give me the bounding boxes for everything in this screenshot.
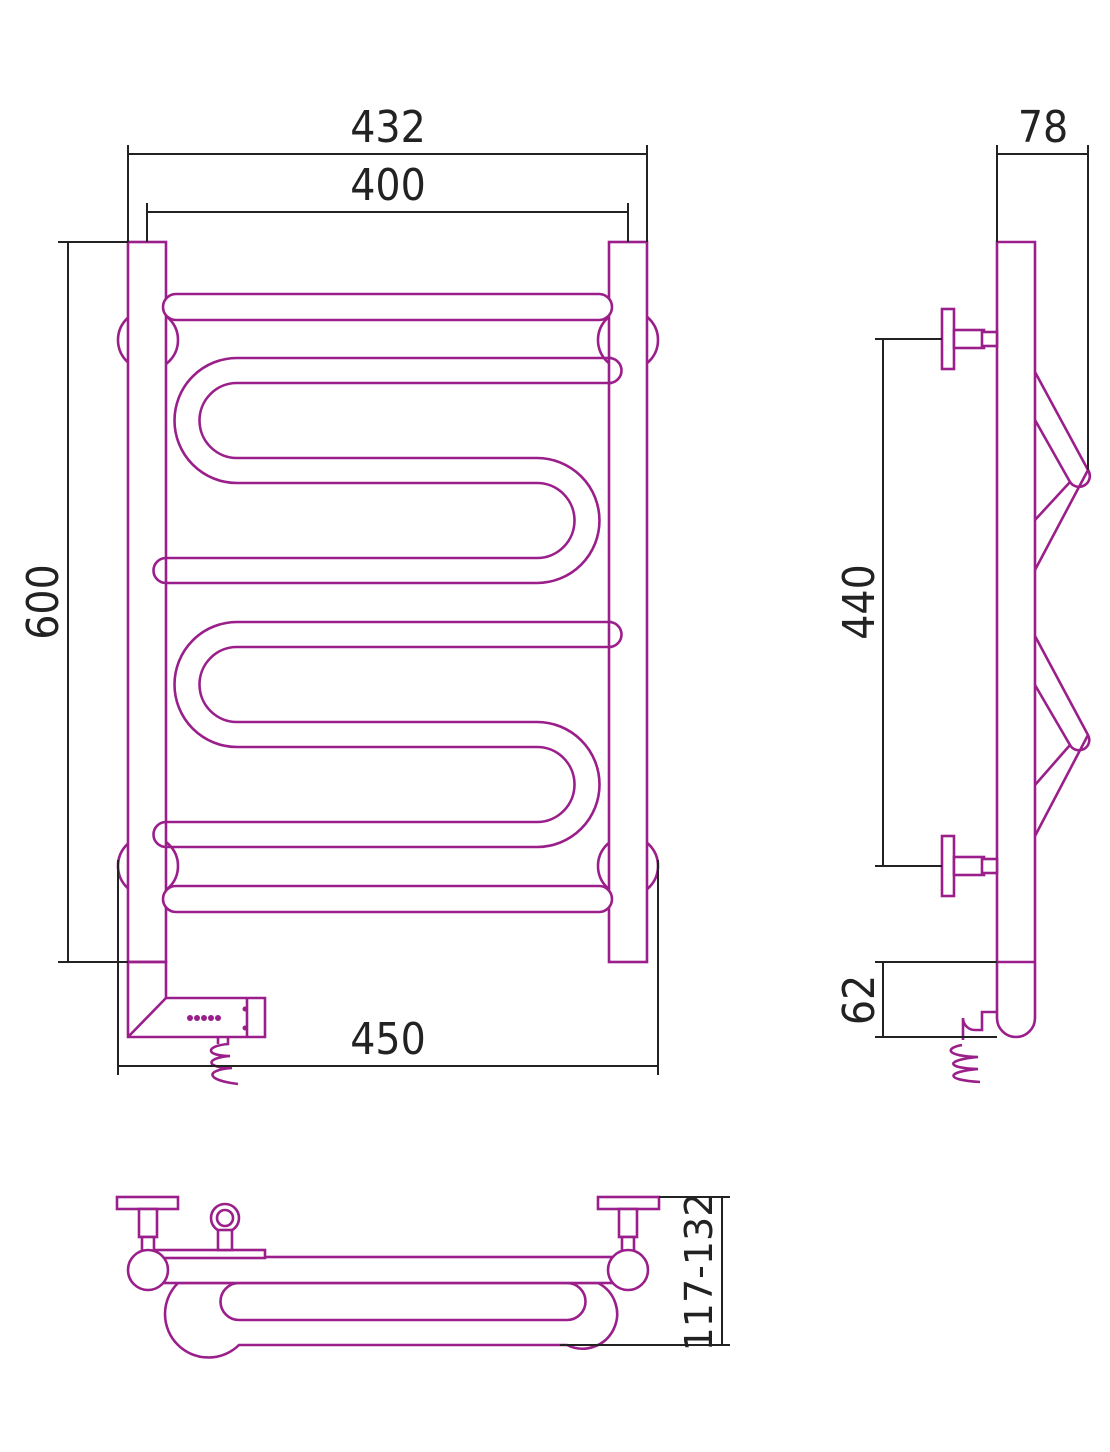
side-heater-cable bbox=[949, 1010, 997, 1084]
front-view bbox=[116, 240, 660, 1086]
side-view bbox=[940, 240, 1092, 1084]
side-pole bbox=[995, 240, 1037, 1039]
top-mounts bbox=[115, 1195, 661, 1292]
top-heater bbox=[209, 1202, 241, 1252]
front-dimensions: 432 400 600 450 bbox=[18, 102, 659, 1075]
serpentine-tube bbox=[152, 356, 623, 849]
straight-bars bbox=[161, 292, 614, 914]
wall-mounts-front bbox=[116, 308, 660, 898]
side-brackets bbox=[940, 307, 999, 898]
electric-heater bbox=[126, 960, 267, 1086]
dim-600: 600 bbox=[18, 564, 69, 640]
cable-icon bbox=[209, 1037, 239, 1086]
dim-62: 62 bbox=[834, 975, 885, 1025]
dim-400: 400 bbox=[350, 160, 426, 211]
top-view bbox=[115, 1195, 661, 1359]
dim-450: 450 bbox=[350, 1014, 426, 1065]
right-pole bbox=[607, 240, 649, 964]
top-dimensions: 117-132 bbox=[560, 1193, 730, 1352]
dim-78: 78 bbox=[1018, 102, 1068, 153]
side-dimensions: 78 440 62 bbox=[834, 102, 1089, 1038]
left-pole bbox=[126, 240, 168, 964]
dim-440: 440 bbox=[834, 564, 885, 640]
dim-117-132: 117-132 bbox=[677, 1193, 721, 1352]
dim-432: 432 bbox=[350, 102, 426, 153]
